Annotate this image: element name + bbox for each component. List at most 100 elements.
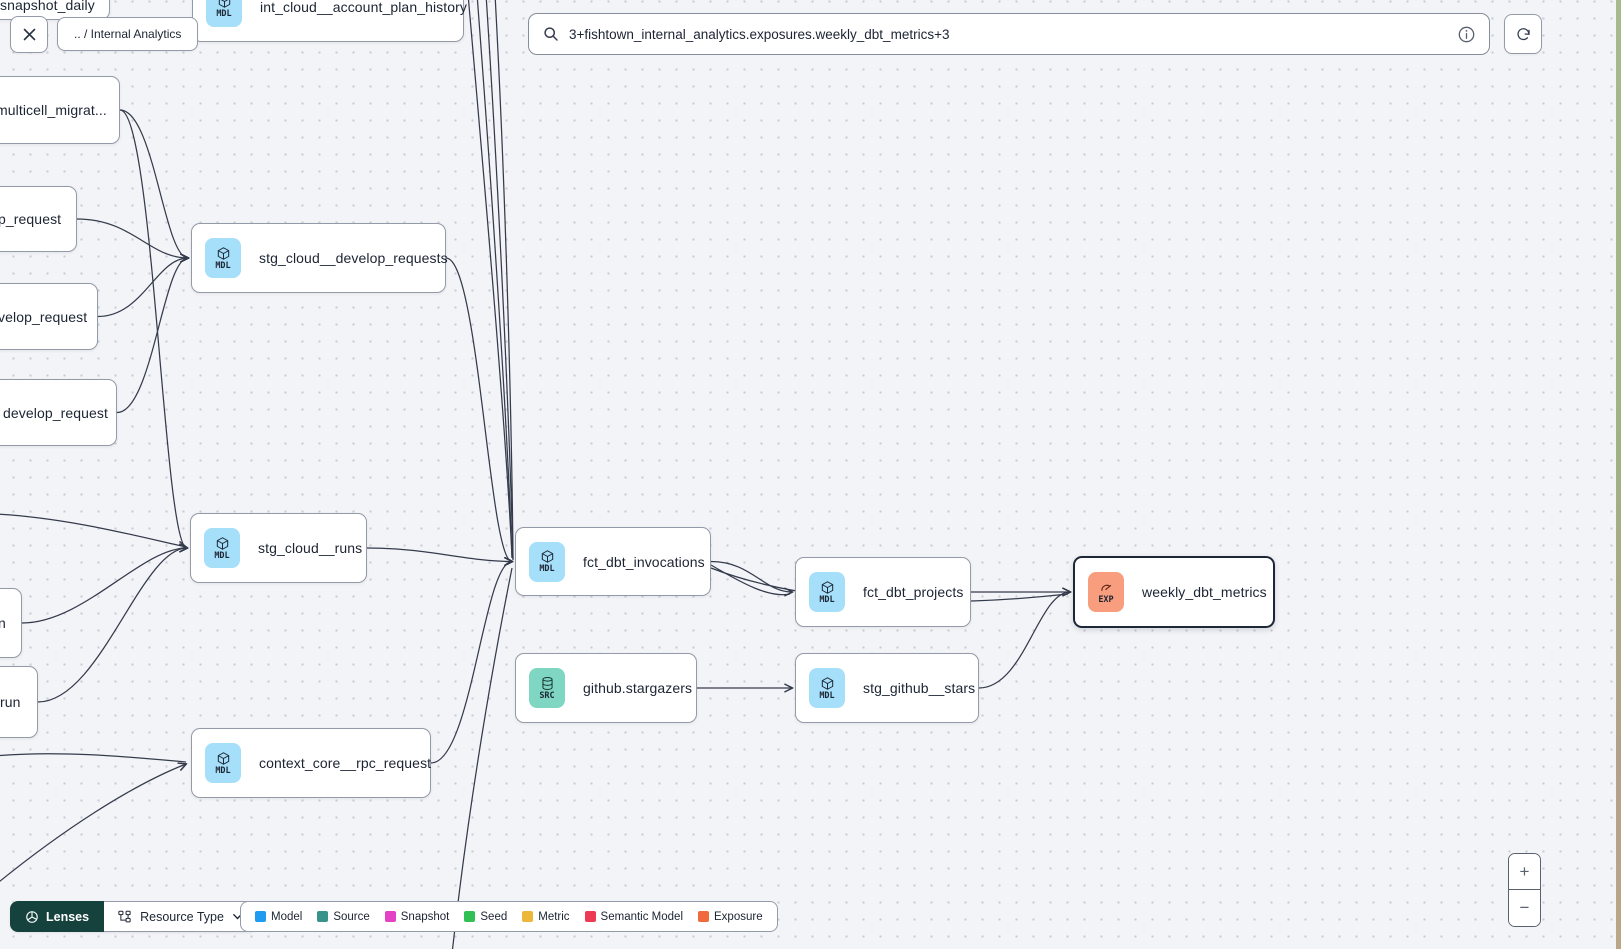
edge <box>0 764 186 882</box>
node-stg_github_stars[interactable]: MDL stg_github__stars <box>795 653 979 723</box>
node-int_cloud_account_plan_history[interactable]: MDL int_cloud__account_plan_history <box>192 0 468 42</box>
node-fct_dbt_projects[interactable]: MDL fct_dbt_projects <box>795 557 971 627</box>
node-label: context_core__rpc_request <box>259 755 432 771</box>
node-run_node[interactable]: MDL.run <box>0 666 38 738</box>
legend-swatch <box>255 911 266 922</box>
edge <box>76 218 188 258</box>
model-icon: MDL <box>529 541 565 582</box>
model-icon: MDL <box>205 238 241 278</box>
info-icon[interactable] <box>1458 26 1475 43</box>
legend-label: Metric <box>538 910 570 923</box>
edge <box>119 109 188 258</box>
legend-item-exposure: Exposure <box>698 911 763 923</box>
zoom-in-button[interactable]: + <box>1509 854 1540 890</box>
desktop-edge-strip <box>1616 0 1621 949</box>
node-label: fct_dbt_invocations <box>583 553 705 570</box>
node-label: stg_cloud__develop_requests <box>259 250 448 266</box>
close-icon <box>23 28 35 41</box>
node-label: stg_github__stars <box>863 680 976 696</box>
node-snapshot_daily[interactable]: MDLsnapshot_daily <box>0 0 110 20</box>
node-label: stg_cloud__runs <box>258 540 363 556</box>
lenses-icon <box>26 910 38 923</box>
edge <box>119 109 187 548</box>
node-label: p_request <box>0 211 62 227</box>
resource-type-icon <box>118 910 131 923</box>
resource-type-dropdown[interactable]: Resource Type <box>104 901 257 932</box>
edge <box>97 258 188 318</box>
node-fct_dbt_invocations[interactable]: MDL fct_dbt_invocations <box>515 527 711 596</box>
legend-label: Exposure <box>714 910 763 923</box>
edge <box>21 548 187 624</box>
legend: Model Source Snapshot Seed Metric Semantic Mo… <box>240 901 778 932</box>
node-label: github.stargazers <box>583 680 693 696</box>
node-label: weekly_dbt_metrics <box>1142 584 1267 600</box>
close-button[interactable] <box>10 16 48 53</box>
node-context_core_rpc_request[interactable]: MDL context_core__rpc_request <box>191 728 431 798</box>
node-label: fct_dbt_projects <box>863 584 964 600</box>
legend-item-metric: Metric <box>522 910 570 923</box>
breadcrumb[interactable]: .. / Internal Analytics <box>57 17 199 51</box>
node-p_request[interactable]: MDLp_request <box>0 186 77 252</box>
edge <box>0 753 187 763</box>
node-multicell[interactable]: MDLmulticell_migrat... <box>0 76 120 144</box>
edge <box>0 513 186 547</box>
breadcrumb-label: .. / Internal Analytics <box>74 27 182 41</box>
edge <box>37 548 187 703</box>
node-label: int_cloud__account_plan_history <box>260 0 468 15</box>
source-icon: SRC <box>529 668 565 708</box>
node-label: develop_request <box>3 404 109 421</box>
node-label: n <box>0 615 6 631</box>
model-icon: MDL <box>204 528 240 568</box>
legend-swatch <box>584 911 596 922</box>
model-icon: MDL <box>205 743 241 783</box>
node-velop_request[interactable]: MDLvelop_request <box>0 283 98 350</box>
node-weekly_dbt_metrics[interactable]: EXP weekly_dbt_metrics <box>1073 556 1275 628</box>
node-develop_request[interactable]: MDLdevelop_request <box>0 379 117 446</box>
legend-item-model: Model <box>255 911 302 923</box>
legend-item-snapshot: Snapshot <box>384 910 450 923</box>
legend-item-source: Source <box>317 910 370 923</box>
model-icon: MDL <box>809 572 845 612</box>
edge <box>978 592 1070 689</box>
search-icon <box>544 27 558 41</box>
lenses-toolbar: Lenses Resource Type <box>10 901 257 932</box>
legend-label: Semantic Model <box>600 910 684 923</box>
lenses-label: Lenses <box>46 909 90 924</box>
edge <box>430 562 512 764</box>
node-label: multicell_migrat... <box>0 102 107 118</box>
search-input[interactable] <box>569 26 1448 42</box>
legend-label: Model <box>271 910 303 923</box>
lenses-button[interactable]: Lenses <box>10 901 105 932</box>
edge <box>710 564 791 596</box>
node-n_node[interactable]: MDLn <box>0 588 22 658</box>
node-stg_cloud_develop_requests[interactable]: MDL stg_cloud__develop_requests <box>191 223 448 293</box>
edge <box>366 547 512 562</box>
edge <box>710 560 792 593</box>
edge <box>467 0 513 558</box>
legend-swatch <box>698 911 710 922</box>
legend-swatch <box>522 911 534 922</box>
model-icon: MDL <box>809 668 845 708</box>
zoom-out-button[interactable]: − <box>1509 890 1540 926</box>
legend-label: Source <box>333 910 370 923</box>
legend-label: Seed <box>480 910 508 923</box>
legend-swatch <box>317 911 329 922</box>
edge <box>485 0 514 560</box>
legend-label: Snapshot <box>400 910 450 923</box>
legend-swatch <box>464 911 476 922</box>
resource-type-label: Resource Type <box>140 909 224 924</box>
node-stg_cloud_runs[interactable]: MDL stg_cloud__runs <box>190 513 367 583</box>
search-bar <box>528 13 1490 55</box>
node-github_stargazers[interactable]: SRC github.stargazers <box>515 653 697 723</box>
edge <box>445 257 512 562</box>
edge <box>116 258 188 414</box>
model-icon: MDL <box>206 0 242 27</box>
edge <box>494 0 514 561</box>
node-label: .run <box>0 694 21 710</box>
exposure-icon: EXP <box>1088 572 1124 612</box>
edge <box>451 567 513 949</box>
refresh-button[interactable] <box>1504 14 1542 54</box>
legend-swatch <box>384 911 396 922</box>
